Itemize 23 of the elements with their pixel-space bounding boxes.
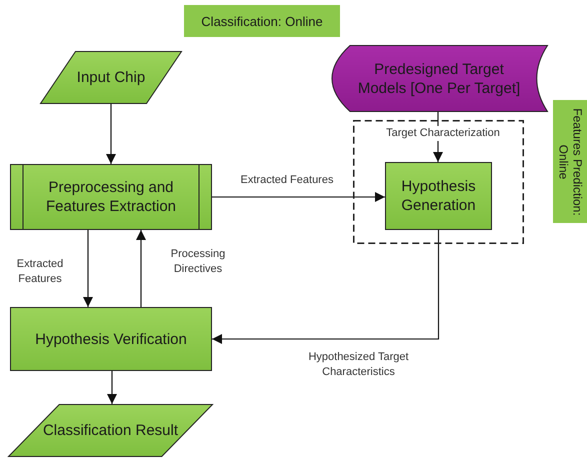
node-label: Hypothesis Verification [34, 330, 188, 348]
arrow [106, 104, 116, 164]
stored-data-shape [330, 45, 548, 112]
arrow [136, 230, 146, 307]
arrow [212, 192, 385, 202]
arrow [83, 230, 93, 307]
node-label: Predesigned Target Models [One Per Target] [356, 60, 522, 98]
node-label: Preprocessing and Features Extraction [44, 178, 178, 216]
node-label: Features Prediction: Online [556, 106, 584, 218]
predefined-process-box [10, 164, 212, 230]
arrow [107, 371, 117, 404]
side-label-box [553, 100, 587, 223]
arrow [212, 230, 440, 344]
output-parallelogram [8, 404, 213, 457]
input-parallelogram [40, 51, 182, 104]
node-label: Classification: Online [200, 14, 324, 28]
node-label: Classification Result [42, 421, 180, 440]
node-label: Input Chip [76, 68, 146, 87]
dashed-group-box [353, 120, 524, 244]
process-box [385, 162, 492, 230]
title-box [184, 5, 340, 37]
node-label: Hypothesis Generation [400, 177, 477, 215]
process-box [10, 307, 212, 371]
